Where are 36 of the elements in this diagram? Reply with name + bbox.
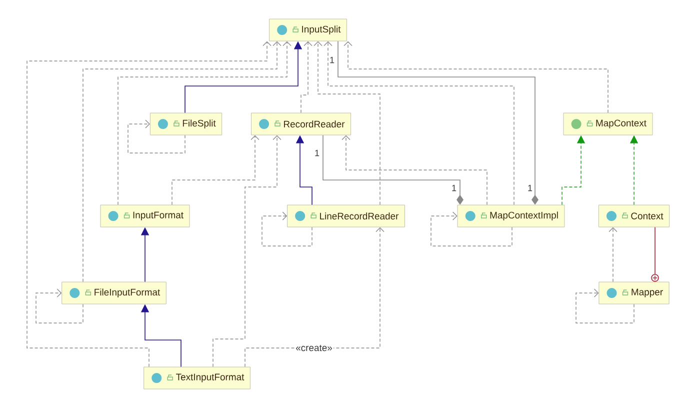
arrow	[26, 41, 272, 368]
arrow	[36, 288, 84, 324]
multiplicity-label: 1	[315, 150, 320, 156]
arrow	[576, 288, 634, 324]
class-box: LineRecordReader	[287, 204, 405, 228]
arrow	[300, 41, 312, 114]
class-box: FileSplit	[150, 112, 222, 136]
class-box: MapContextImpl	[457, 204, 565, 228]
multiplicity-label: 1	[528, 184, 532, 192]
class-box: Mapper	[598, 282, 670, 304]
arrow	[262, 212, 312, 246]
nesting-line	[651, 226, 659, 282]
arrow	[212, 135, 282, 368]
arrow	[324, 41, 514, 206]
arrow	[342, 135, 488, 206]
arrow	[608, 227, 618, 282]
arrow	[128, 120, 186, 154]
composition-line	[322, 134, 464, 205]
class-box: RecordReader	[251, 112, 351, 136]
class-box: MapContext	[563, 112, 653, 136]
arrow	[314, 41, 380, 206]
arrow	[344, 41, 608, 114]
class-box: Context	[598, 204, 670, 228]
arrow	[244, 227, 384, 368]
class-box: InputSplit	[269, 18, 347, 42]
arrow	[118, 41, 292, 206]
composition-line	[338, 40, 538, 205]
arrow	[82, 41, 282, 282]
multiplicity-label: 1	[452, 184, 456, 192]
edge-label: «create»	[294, 344, 334, 352]
class-box: FileInputFormat	[62, 282, 166, 304]
class-box: TextInputFormat	[144, 366, 250, 390]
class-box: InputFormat	[100, 204, 190, 228]
multiplicity-label: 1	[330, 56, 334, 64]
arrow	[430, 212, 512, 246]
arrow	[172, 135, 260, 206]
